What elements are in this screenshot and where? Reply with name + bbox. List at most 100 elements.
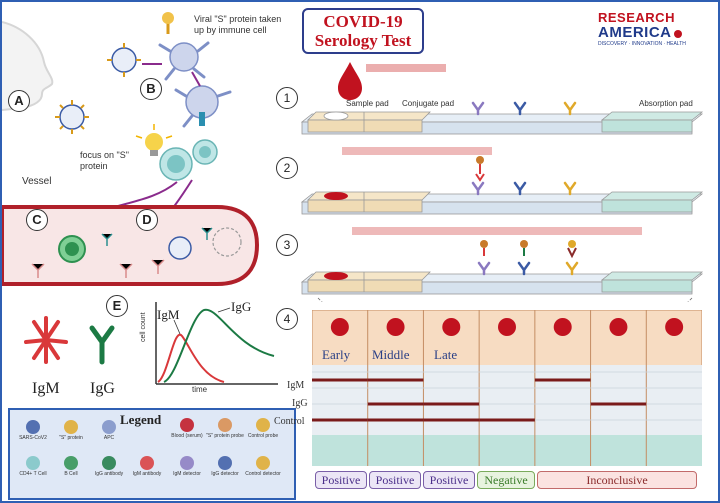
graph-xlabel: time (192, 385, 208, 394)
outcome-positive-middle: Positive (369, 471, 421, 489)
legend-swatch-icon (218, 456, 232, 470)
legend-swatch-icon (102, 420, 116, 434)
test-strip-1 (300, 111, 704, 135)
legend-item-label: SARS-CoV2 (19, 435, 47, 441)
legend-swatch-icon (256, 456, 270, 470)
legend-swatch-icon (26, 420, 40, 434)
virus-outline-icon (212, 227, 242, 257)
legend-item: "S" protein (52, 420, 90, 441)
test-band-igm (534, 378, 591, 382)
graph-series-igg: IgG (231, 299, 252, 314)
legend-swatch-icon (102, 456, 116, 470)
igm-detector-icon (477, 261, 491, 276)
legend-item-label: CD4+ T Cell (19, 471, 47, 477)
legend-title: Legend (120, 412, 162, 427)
test-band-control (312, 418, 368, 422)
step-marker-4: 4 (276, 308, 298, 330)
marker-e: E (106, 295, 128, 317)
legend-item-label: Blood (serum) (171, 433, 203, 439)
logo-line1: RESEARCH (598, 10, 675, 25)
test-band-igg (367, 402, 424, 406)
legend-item-label: "S" protein (59, 435, 83, 441)
graph-ylabel: cell count (140, 312, 147, 342)
antibody-illustration (24, 316, 115, 365)
antibody-icon (101, 233, 113, 246)
antibody-icon (151, 259, 165, 274)
marker-c: C (26, 209, 48, 231)
antibody-icon (201, 227, 213, 240)
results-table (312, 310, 702, 466)
test-strip-2 (300, 147, 704, 215)
igg-label: IgG (90, 380, 115, 397)
stage-late: Late (434, 347, 458, 362)
b-cell-icon (58, 235, 86, 263)
flow-arrow-icon (191, 71, 201, 87)
logo-dot-icon (674, 30, 682, 38)
sample-flow-arrow (366, 64, 446, 72)
test-band-igm (312, 378, 368, 382)
antibody-level-graph (155, 302, 278, 385)
igg-antibody-icon (89, 325, 115, 365)
legend-item: SARS-CoV2 (14, 420, 52, 441)
control-detector-icon (563, 181, 577, 196)
igm-label: IgM (32, 380, 60, 397)
legend-swatch-icon (64, 420, 78, 434)
lateral-flow-strips (300, 62, 704, 302)
igg-curve (163, 308, 275, 383)
logo: RESEARCH AMERICA DISCOVERY · INNOVATION … (598, 10, 710, 50)
legend-item-label: IgM antibody (132, 471, 162, 477)
legend-item: Control probe (244, 418, 282, 439)
step-marker-2: 2 (276, 157, 298, 179)
legend-swatch-icon (140, 456, 154, 470)
title-box: COVID-19 Serology Test (302, 8, 424, 54)
legend-item: Control detector (244, 456, 282, 477)
spike-protein-icon (162, 12, 174, 34)
igg-detector-icon (517, 261, 531, 276)
sample-dot-icon (386, 318, 405, 336)
virus-icon (107, 43, 141, 77)
connector-lines (317, 297, 693, 302)
legend-item: IgG detector (206, 456, 244, 477)
legend-item: Blood (serum) (168, 418, 206, 439)
marker-d: D (136, 209, 158, 231)
virus-icon (55, 100, 89, 134)
logo-tagline: DISCOVERY · INNOVATION · HEALTH (598, 41, 686, 47)
igg-detector-icon (513, 181, 527, 196)
legend-item-label: B Cell (64, 471, 78, 477)
legend-swatch-icon (218, 418, 232, 432)
conjugate-pad-label: Conjugate pad (402, 99, 455, 108)
legend-item-label: "S" protein probe (206, 433, 244, 439)
legend-swatch-icon (180, 418, 194, 432)
t-cell-icon (192, 139, 218, 165)
t-cell-icon (159, 147, 193, 181)
sample-dot-icon (665, 318, 684, 336)
legend-item-label: Control detector (245, 471, 281, 477)
title-line1: COVID-19 (323, 12, 403, 31)
lightbulb-icon (135, 124, 173, 156)
title-line2: Serology Test (314, 31, 412, 50)
legend-swatch-icon (180, 456, 194, 470)
legend-item: B Cell (52, 456, 90, 477)
b-cell-icon (168, 236, 192, 260)
control-detector-icon (565, 261, 579, 276)
igm-detector-icon (471, 181, 485, 196)
legend-item: IgM detector (168, 456, 206, 477)
igm-detector-icon (471, 101, 485, 116)
test-band-igg (590, 402, 647, 406)
outcome-negative: Negative (477, 471, 535, 489)
logo-line2: AMERICA (598, 24, 672, 41)
row-label-igm: IgM (287, 380, 305, 391)
legend-swatch-icon (26, 456, 40, 470)
legend-item: CD4+ T Cell (14, 456, 52, 477)
legend-item: "S" protein probe (206, 418, 244, 439)
sample-dot-icon (553, 318, 572, 336)
vessel-label: Vessel (22, 176, 52, 187)
sample-dot-icon (609, 318, 628, 336)
igm-antibody-icon (24, 316, 68, 364)
apc-cell-icon (158, 41, 210, 81)
stage-middle: Middle (372, 347, 410, 362)
face-profile-icon (2, 21, 54, 111)
legend-swatch-icon (256, 418, 270, 432)
